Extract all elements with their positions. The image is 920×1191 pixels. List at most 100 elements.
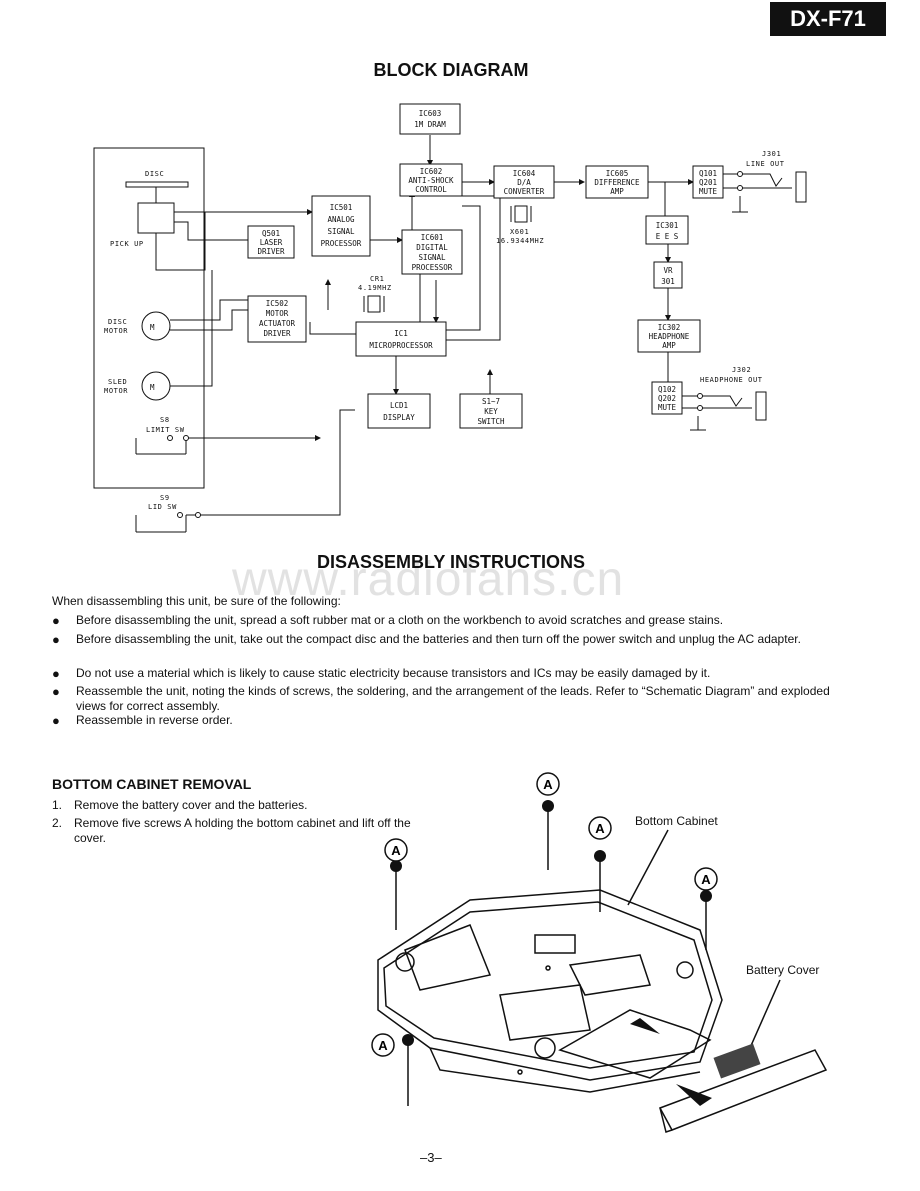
svg-text:A: A [378,1038,388,1053]
label-s8: S8 [160,416,170,424]
block-ic605: IC605 DIFFERENCE AMP [585,165,649,199]
svg-text:IC1: IC1 [394,329,408,338]
step-text: Remove five screws A holding the bottom … [74,816,411,845]
label-sled-motor-1: SLED [108,378,127,386]
svg-text:PROCESSOR: PROCESSOR [321,239,362,248]
svg-text:Q202: Q202 [658,394,676,403]
block-ic603: IC603 1M DRAM [399,103,461,135]
svg-text:DIFFERENCE: DIFFERENCE [594,178,640,187]
screw-label-a: A [384,838,408,862]
block-ic1: IC1 MICROPROCESSOR [355,321,447,357]
svg-text:IC301: IC301 [656,221,679,230]
screw-label-a: A [694,867,718,891]
label-disc: DISC [145,170,164,178]
svg-text:MUTE: MUTE [699,187,718,196]
svg-text:Q101: Q101 [699,169,717,178]
screw-label-a: A [588,816,612,840]
label-cr1-freq: 4.19MHZ [358,284,392,292]
svg-text:S1~7: S1~7 [482,397,500,406]
svg-text:KEY: KEY [484,407,498,416]
svg-text:A: A [595,821,605,836]
svg-text:MICROPROCESSOR: MICROPROCESSOR [369,341,433,350]
label-s9: S9 [160,494,170,502]
svg-text:VR: VR [663,266,673,275]
bullet-dot: ● [52,613,60,628]
block-vr301: VR 301 [653,261,683,289]
bullet-text: Reassemble the unit, noting the kinds of… [76,684,830,713]
svg-text:Q501: Q501 [262,229,280,238]
block-q101-q201: Q101 Q201 MUTE [692,165,724,199]
label-x601: X601 [510,228,529,236]
label-x601-freq: 16.9344MHZ [496,237,544,245]
svg-text:MUTE: MUTE [658,403,677,412]
block-ic502: IC502 MOTOR ACTUATOR DRIVER [247,295,307,343]
svg-text:E E S: E E S [656,232,679,241]
block-diagram-title: BLOCK DIAGRAM [373,60,529,80]
block-diagram: IC603 1M DRAM IC602 ANTI-SHOCK CONTROL I… [93,103,807,533]
label-disc-motor-2: MOTOR [104,327,128,335]
svg-text:SIGNAL: SIGNAL [418,253,446,262]
motor-symbol-sled: M [150,383,155,392]
screw-label-a: A [536,772,560,796]
svg-text:IC502: IC502 [266,299,289,308]
svg-text:HEADPHONE: HEADPHONE [649,332,690,341]
label-headphone-out: HEADPHONE OUT [700,376,763,384]
label-j302: J302 [732,366,751,374]
block-ic604: IC604 D/A CONVERTER [493,165,555,199]
label-limit-sw: LIMIT SW [146,426,185,434]
block-ic302: IC302 HEADPHONE AMP [637,319,701,353]
bullet-text: Reassemble in reverse order. [76,713,233,727]
label-lid-sw: LID SW [148,503,177,511]
svg-text:A: A [543,777,553,792]
label-disc-motor-1: DISC [108,318,127,326]
disassembly-intro: When disassembling this unit, be sure of… [52,594,341,608]
step-number: 2. [52,816,63,830]
step-text: Remove the battery cover and the batteri… [74,798,308,812]
bullet-text: Before disassembling the unit, take out … [76,632,801,646]
block-ic301: IC301 E E S [645,215,689,245]
bullet-dot: ● [52,684,60,699]
svg-text:IC605: IC605 [606,169,629,178]
svg-text:AMP: AMP [610,187,624,196]
label-sled-motor-2: MOTOR [104,387,128,395]
svg-text:IC602: IC602 [420,167,443,176]
block-q102-q202: Q102 Q202 MUTE [651,381,683,415]
svg-text:AMP: AMP [662,341,676,350]
bullet-dot: ● [52,632,60,647]
svg-text:CONVERTER: CONVERTER [504,187,545,196]
svg-text:LCD1: LCD1 [390,401,408,410]
block-ic602: IC602 ANTI-SHOCK CONTROL [399,163,463,197]
disassembly-title: DISASSEMBLY INSTRUCTIONS [316,552,586,572]
svg-text:A: A [701,872,711,887]
svg-text:LASER: LASER [260,238,283,247]
step-number: 1. [52,798,63,812]
bullet-dot: ● [52,713,60,728]
svg-text:301: 301 [661,277,675,286]
label-j301: J301 [762,150,781,158]
block-s1-7: S1~7 KEY SWITCH [459,393,523,429]
svg-text:IC501: IC501 [330,203,353,212]
svg-text:A: A [391,843,401,858]
svg-text:IC604: IC604 [513,169,536,178]
svg-text:IC601: IC601 [421,233,444,242]
svg-text:1M DRAM: 1M DRAM [414,120,446,129]
svg-text:PROCESSOR: PROCESSOR [412,263,453,272]
model-tag: DX-F71 [770,2,886,36]
svg-text:ANALOG: ANALOG [327,215,355,224]
block-lcd1: LCD1 DISPLAY [367,393,431,429]
svg-text:DISPLAY: DISPLAY [383,413,415,422]
svg-text:SWITCH: SWITCH [477,417,505,426]
svg-text:ANTI-SHOCK: ANTI-SHOCK [408,176,454,185]
svg-text:IC302: IC302 [658,323,681,332]
svg-text:ACTUATOR: ACTUATOR [259,319,296,328]
svg-text:DRIVER: DRIVER [257,247,285,256]
label-line-out: LINE OUT [746,160,785,168]
callout-bottom-cabinet: Bottom Cabinet [635,814,718,828]
motor-symbol-disc: M [150,323,155,332]
svg-text:IC603: IC603 [419,109,442,118]
svg-text:DRIVER: DRIVER [263,329,291,338]
svg-text:SIGNAL: SIGNAL [327,227,355,236]
svg-text:D/A: D/A [517,178,531,187]
svg-text:MOTOR: MOTOR [266,309,289,318]
